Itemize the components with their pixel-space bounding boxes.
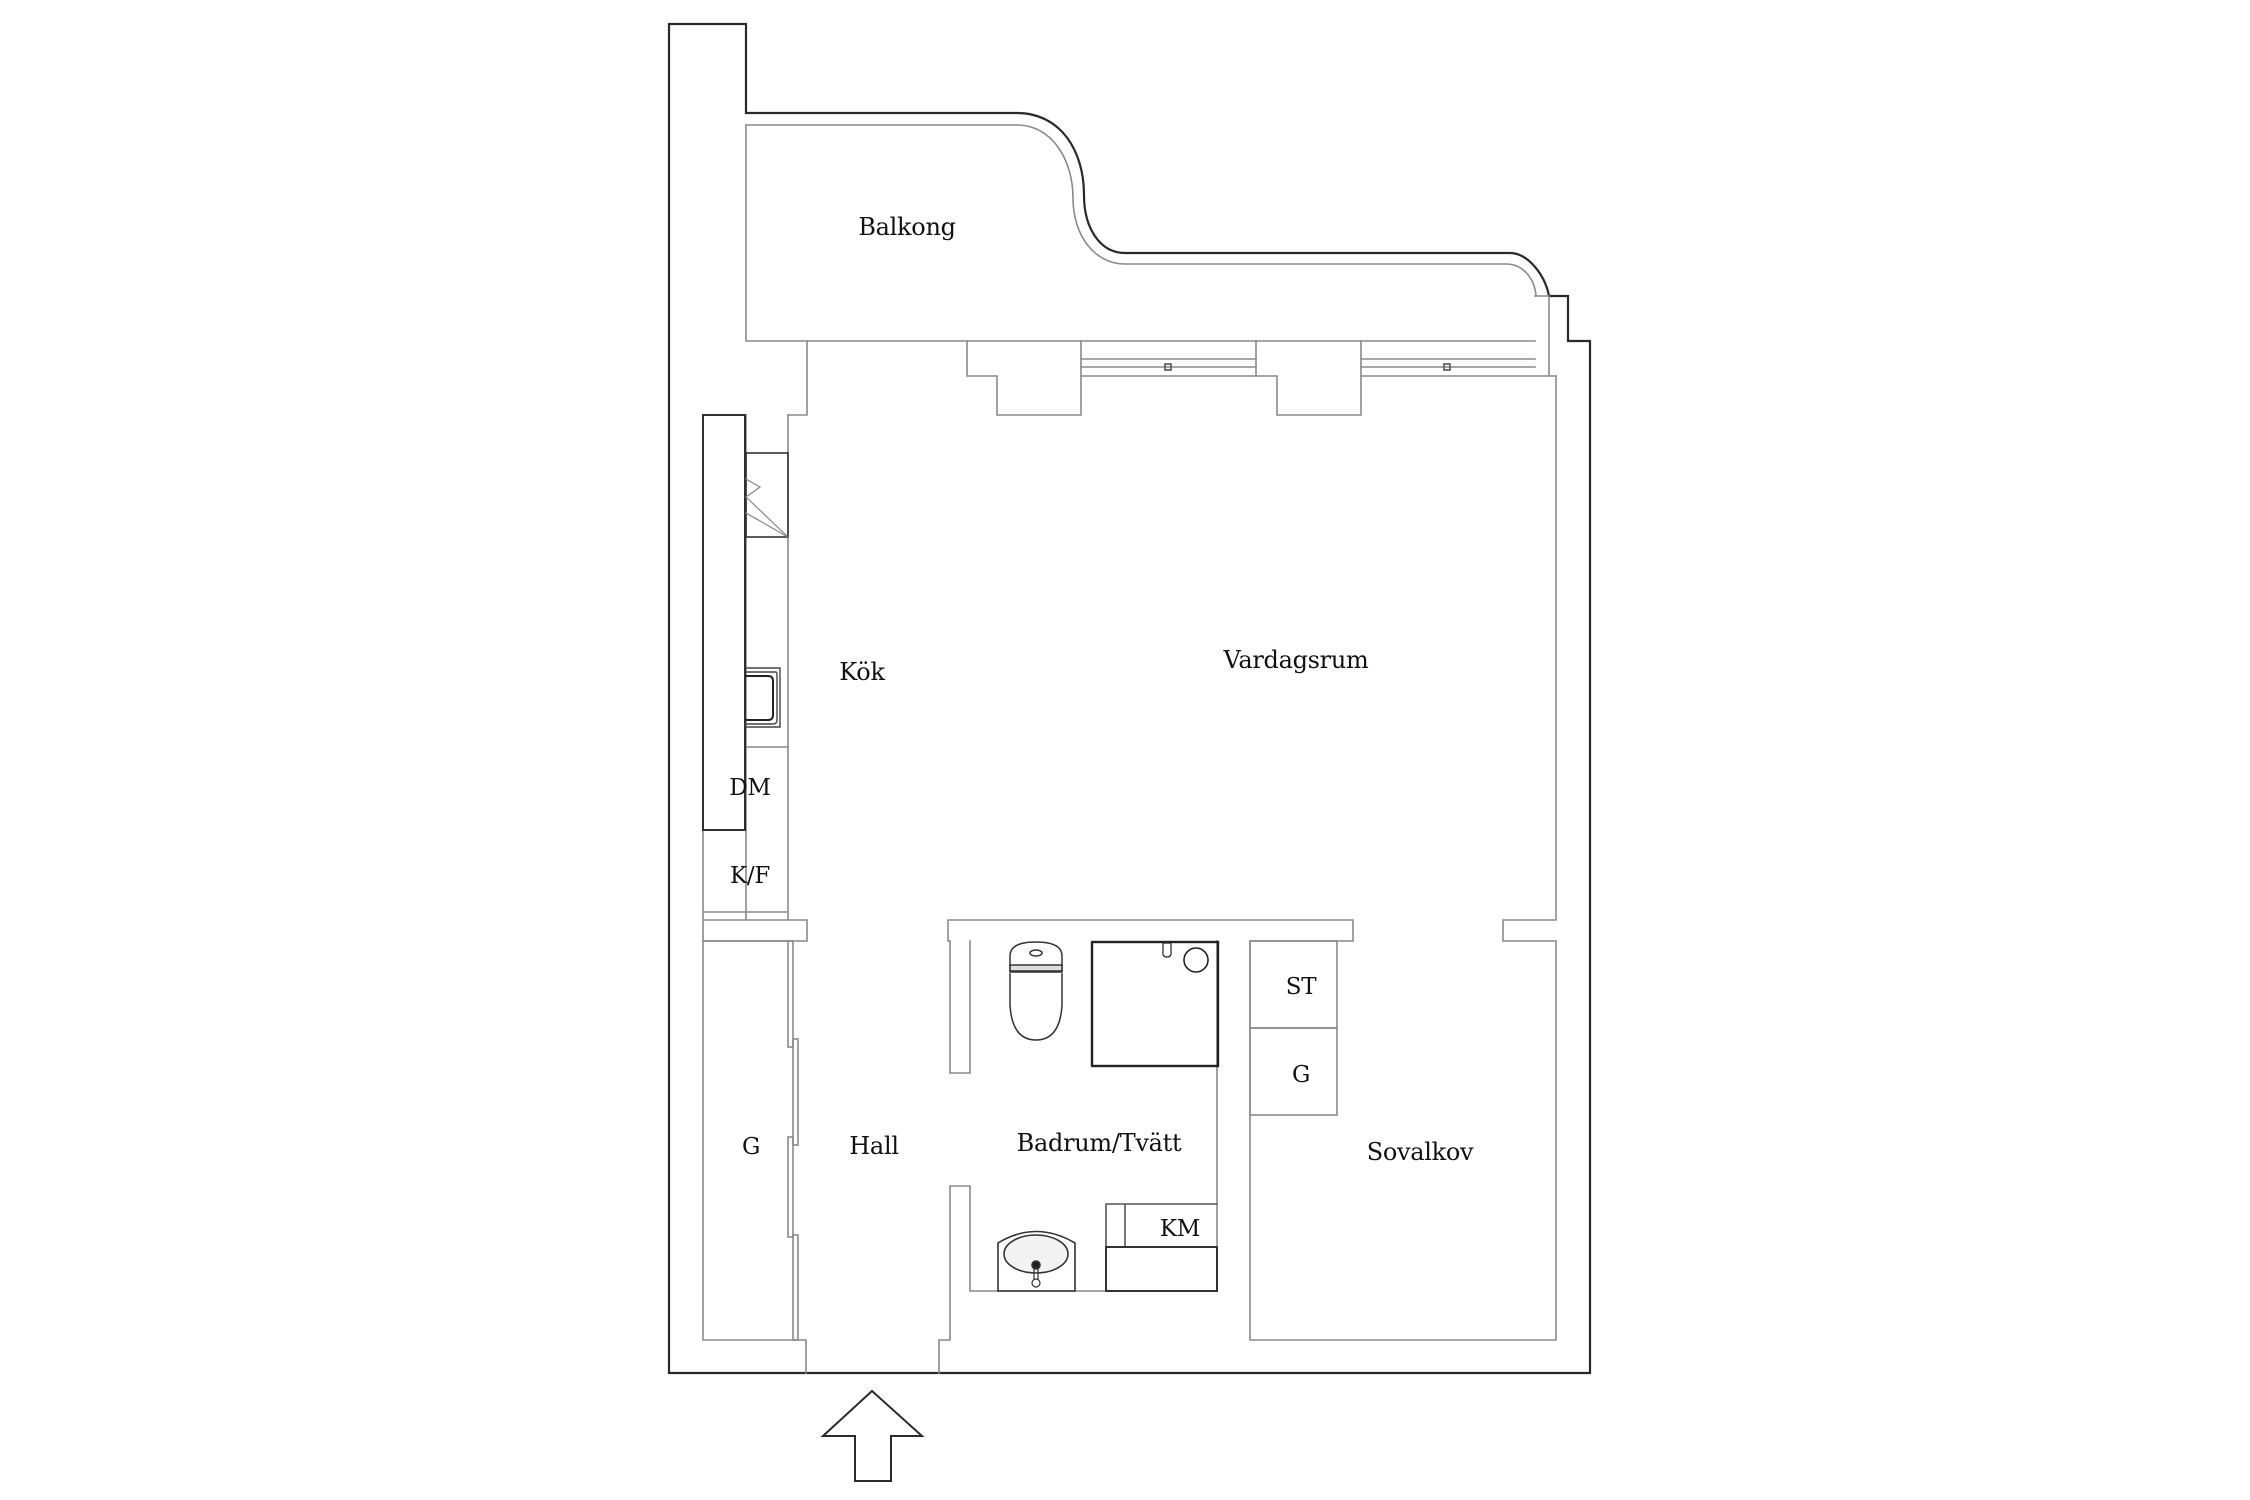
kitchen-tall-panel [702, 414, 746, 831]
fixture-label-storage: ST [1285, 974, 1317, 1000]
hall-wardrobe [702, 940, 807, 1374]
room-label-badrum-tvatt: Badrum/Tvätt [1016, 1129, 1182, 1157]
kitchen-sink-icon [745, 667, 781, 728]
fixture-label-bedroom-wardrobe: G [1291, 1062, 1311, 1088]
balcony-rail [745, 124, 1550, 377]
washbasin-icon [997, 1230, 1076, 1292]
fixture-label-washing-machine: KM [1159, 1216, 1201, 1242]
washing-machine-icon [1105, 1203, 1218, 1292]
room-label-balkong: Balkong [858, 213, 956, 241]
outer-walls [667, 22, 1592, 1375]
entrance-arrow-icon [820, 1389, 925, 1482]
fixture-label-hall-wardrobe: G [741, 1134, 761, 1160]
bedroom-wardrobe [1249, 940, 1338, 1116]
room-label-hall: Hall [849, 1132, 899, 1160]
bathroom-walls [938, 940, 1218, 1374]
room-label-kok: Kök [839, 658, 885, 686]
north-wall [787, 340, 1557, 1341]
stove-icon [745, 452, 789, 538]
fixture-label-fridge-freezer: K/F [730, 863, 770, 889]
room-label-vardagsrum: Vardagsrum [1223, 646, 1369, 674]
toilet-icon [1009, 941, 1063, 1041]
fixture-label-dishwasher: DM [729, 775, 771, 801]
room-label-sovalkov: Sovalkov [1366, 1138, 1474, 1166]
shower-icon [1090, 940, 1220, 1068]
